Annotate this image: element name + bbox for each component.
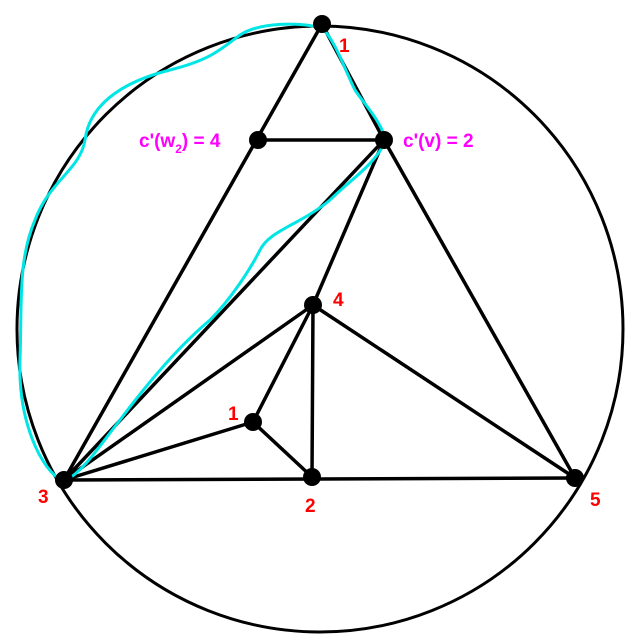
vertex-w2: [249, 131, 267, 149]
label-inner4: 4: [333, 290, 344, 311]
cyan-curve: [18, 22, 388, 484]
edge-top-left3: [62, 23, 324, 481]
edge-inner4-right5: [312, 303, 576, 480]
edge-inner4-inner1: [251, 304, 315, 423]
label-inner1: 1: [228, 404, 239, 425]
label-right5: 5: [590, 490, 601, 511]
vertex-top: [313, 15, 331, 33]
vertex-inner4: [304, 296, 322, 314]
edge-v-inner4: [311, 139, 386, 306]
label-v-color: c'(v) = 2: [403, 131, 474, 152]
outer-circle: [15, 24, 625, 634]
vertices: [55, 15, 584, 489]
edge-inner1-left3: [63, 420, 254, 482]
vertex-inner1: [244, 413, 262, 431]
label-left3: 3: [38, 487, 49, 508]
vertex-bottom2: [303, 468, 321, 486]
edge-inner4-bottom2: [310, 304, 315, 478]
edges: [62, 23, 577, 482]
label-top: 1: [339, 36, 350, 57]
vertex-v: [375, 131, 393, 149]
vertex-right5: [566, 469, 584, 487]
edge-inner1-bottom2: [251, 420, 314, 479]
vertex-left3: [55, 471, 73, 489]
edge-v-right5: [382, 139, 577, 479]
edge-inner4-left3: [62, 303, 315, 482]
label-w2-color: c'(w2) = 4: [139, 131, 221, 156]
label-bottom2: 2: [305, 496, 316, 517]
